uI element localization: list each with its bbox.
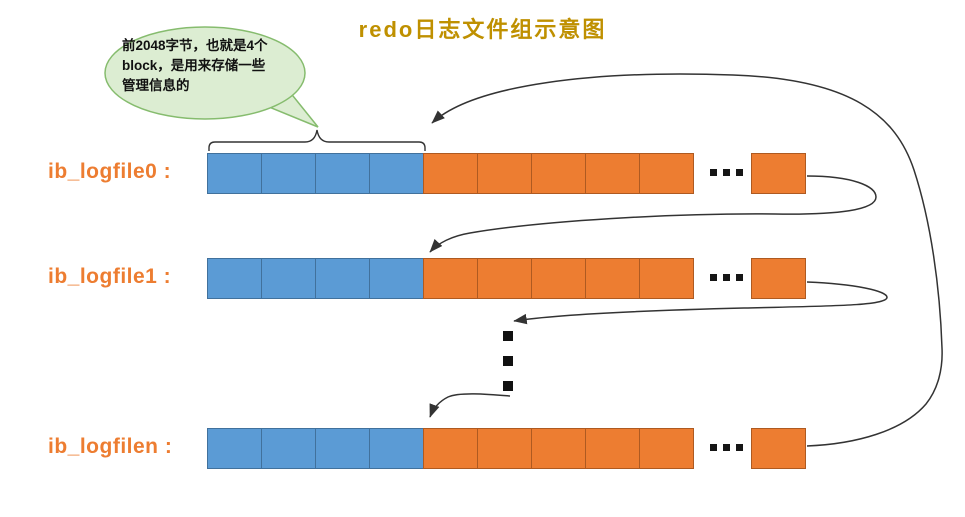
log-block-orange <box>531 428 586 469</box>
row-label-ib-logfilen: ib_logfilen : <box>48 435 173 458</box>
log-block-orange <box>477 153 532 194</box>
log-block-orange <box>585 153 640 194</box>
log-block-blue <box>369 153 424 194</box>
log-block-orange <box>477 258 532 299</box>
log-block-blue <box>315 258 370 299</box>
logfile1-blocks <box>207 258 694 299</box>
logfile0-tail-block <box>751 153 806 194</box>
logfilen-blocks <box>207 428 694 469</box>
log-block-orange <box>531 258 586 299</box>
log-block-blue <box>261 258 316 299</box>
horizontal-ellipsis-icon <box>710 444 743 451</box>
log-block-blue <box>207 258 262 299</box>
log-block-orange <box>639 258 694 299</box>
log-block-orange <box>585 258 640 299</box>
page-title: redo日志文件组示意图 <box>358 17 607 42</box>
horizontal-ellipsis-icon <box>710 274 743 281</box>
arrow-ellipsis-to-rown <box>429 393 511 418</box>
log-block-orange <box>477 428 532 469</box>
vertical-ellipsis-icon <box>503 331 513 391</box>
log-block-orange <box>751 428 806 469</box>
horizontal-ellipsis-icon <box>710 169 743 176</box>
row-label-ib-logfile0: ib_logfile0 : <box>48 160 172 183</box>
log-block-blue <box>315 428 370 469</box>
log-block-blue <box>261 428 316 469</box>
log-block-blue <box>207 428 262 469</box>
logfile0-blocks <box>207 153 694 194</box>
log-block-orange <box>531 153 586 194</box>
log-block-orange <box>639 428 694 469</box>
callout-text: 前2048字节，也就是4个 block，是用来存储一些 管理信息的 <box>122 38 268 93</box>
log-block-blue <box>369 258 424 299</box>
log-block-orange <box>751 153 806 194</box>
log-block-orange <box>423 258 478 299</box>
log-block-orange <box>639 153 694 194</box>
log-block-orange <box>585 428 640 469</box>
logfilen-tail-block <box>751 428 806 469</box>
log-block-blue <box>207 153 262 194</box>
log-block-blue <box>315 153 370 194</box>
log-block-blue <box>369 428 424 469</box>
logfile1-tail-block <box>751 258 806 299</box>
log-block-orange <box>423 428 478 469</box>
row-label-ib-logfile1: ib_logfile1 : <box>48 265 172 288</box>
log-block-blue <box>261 153 316 194</box>
header-blocks-brace <box>208 129 426 151</box>
log-block-orange <box>423 153 478 194</box>
log-block-orange <box>751 258 806 299</box>
